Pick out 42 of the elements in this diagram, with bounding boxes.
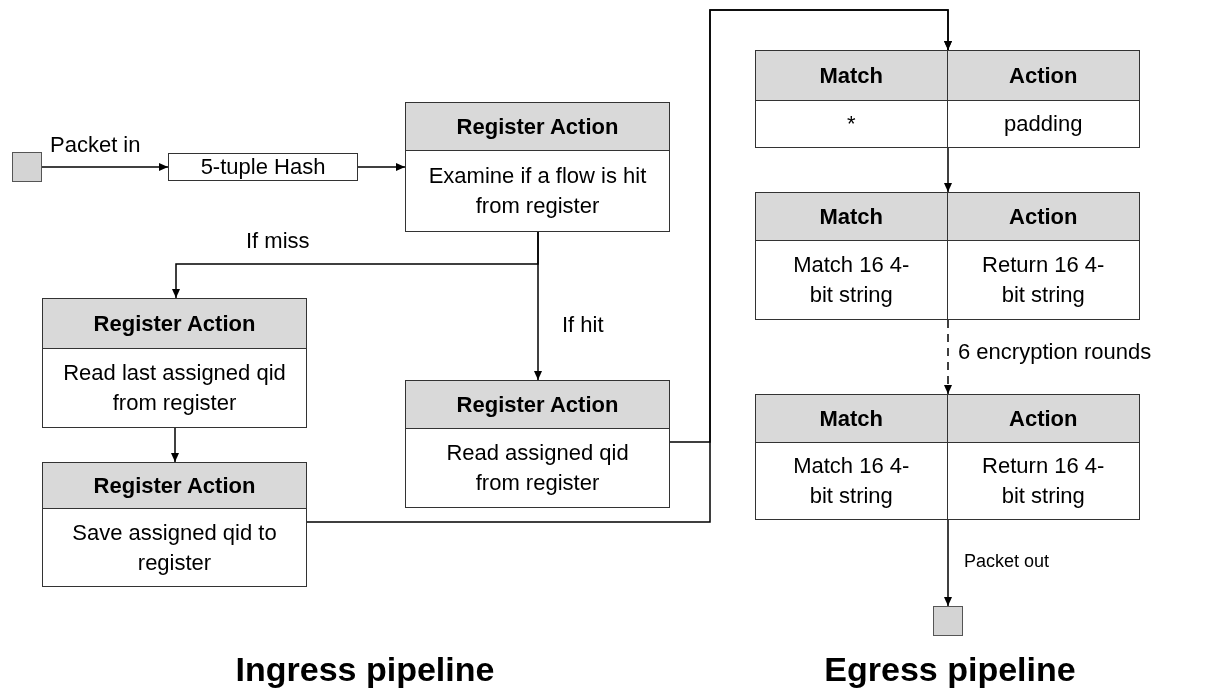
terminal-square: [933, 606, 963, 636]
table-header-cell: Action: [947, 193, 1139, 241]
match-action-table: [755, 50, 1140, 148]
table-header-cell: Match: [756, 395, 948, 443]
match-action-table: [755, 394, 1140, 520]
table-cell-text: Return 16 4-bit string: [981, 452, 1106, 510]
box-header: Register Action: [406, 381, 669, 429]
table-cell-text: padding: [1003, 110, 1084, 138]
hash-box: 5-tuple Hash: [168, 153, 358, 181]
edge-label: Packet out: [964, 552, 1050, 570]
arrow: [944, 519, 952, 607]
arrow: [669, 9, 952, 443]
box-body-text: Examine if a flow is hit from register: [427, 162, 648, 220]
table-cell-text: Return 16 4-bit string: [981, 251, 1106, 309]
table-header-cell: Action: [947, 395, 1139, 443]
pipeline-title: Egress pipeline: [823, 652, 1077, 686]
register-action-box: [405, 380, 670, 508]
arrow: [357, 163, 406, 171]
box-header: Register Action: [43, 299, 306, 349]
box-header: Register Action: [406, 103, 669, 151]
edge-label: 6 encryption rounds: [958, 341, 1152, 363]
arrow: [171, 427, 179, 463]
register-action-box: [42, 462, 307, 587]
table-header-cell: Match: [756, 193, 948, 241]
box-body-text: Read assigned qid from register: [445, 439, 630, 497]
arrow: [534, 231, 542, 381]
box-header: Register Action: [43, 463, 306, 509]
terminal-square: [12, 152, 42, 182]
match-action-table: [755, 192, 1140, 320]
table-header-cell: Action: [947, 51, 1139, 101]
arrow: [944, 147, 952, 193]
register-action-box: [42, 298, 307, 428]
table-header-cell: Match: [756, 51, 948, 101]
table-cell: *: [756, 101, 948, 147]
table-cell: Match 16 4-bit string: [756, 443, 948, 519]
box-body-text: Read last assigned qid from register: [63, 359, 286, 417]
register-action-box: [405, 102, 670, 232]
box-body-text: Save assigned qid to register: [71, 518, 278, 577]
pipeline-title: Ingress pipeline: [234, 652, 496, 686]
arrow: [944, 319, 952, 395]
table-cell: Match 16 4-bit string: [756, 241, 948, 319]
arrow: [41, 163, 169, 171]
